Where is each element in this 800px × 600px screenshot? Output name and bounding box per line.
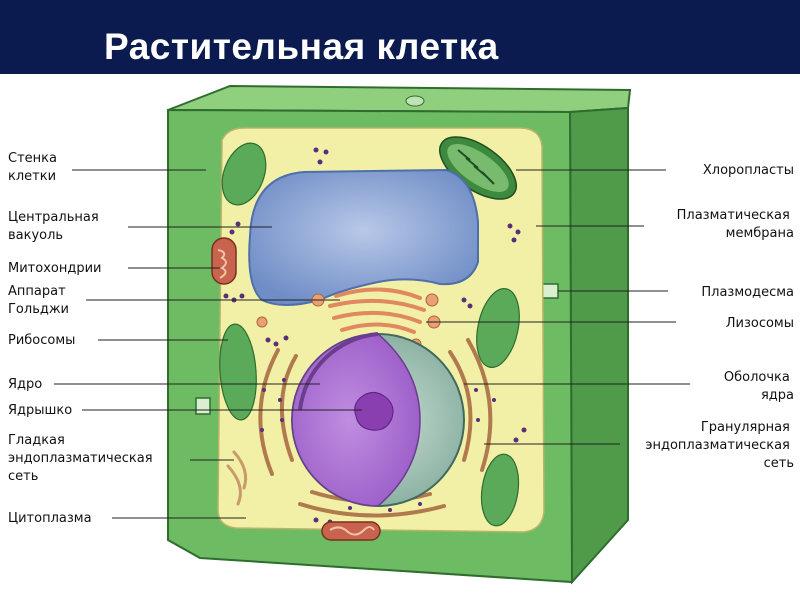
nucleolus xyxy=(354,392,394,431)
labels-right: Хлоропласты Плазматическая мембрана Плаз… xyxy=(645,163,794,471)
label-plasmodesma: Плазмодесма xyxy=(701,285,794,300)
label-golgi: Аппарат Гольджи xyxy=(8,284,70,317)
label-mitochondria: Митохондрии xyxy=(8,261,101,276)
label-plasma-membrane: Плазматическая мембрана xyxy=(677,208,794,241)
leader-lines-left xyxy=(54,169,362,519)
label-nuclear-envelope: Оболочка ядра xyxy=(724,370,794,403)
label-ribosomes: Рибосомы xyxy=(8,333,75,348)
plastids xyxy=(219,142,520,527)
slide-title: Растительная клетка xyxy=(104,26,499,67)
label-rough-er: Гранулярная эндоплазматическая сеть xyxy=(645,420,794,471)
mitochondrion-bottom xyxy=(321,521,381,541)
central-vacuole xyxy=(248,168,479,306)
label-nucleus: Ядро xyxy=(8,377,42,392)
rough-er-ribosomes xyxy=(260,378,496,512)
label-lysosomes: Лизосомы xyxy=(726,316,794,331)
label-cell-wall: Стенка клетки xyxy=(8,151,61,184)
golgi-apparatus xyxy=(328,287,426,334)
ribosomes xyxy=(223,147,527,525)
leader-lines-right xyxy=(426,169,690,445)
labels-left: Стенка клетки Центральная вакуоль Митохо… xyxy=(8,151,157,526)
label-central-vacuole: Центральная вакуоль xyxy=(8,210,103,243)
chloroplast xyxy=(439,136,517,200)
mitochondrion xyxy=(211,237,237,285)
label-nucleolus: Ядрышко xyxy=(8,403,72,418)
label-smooth-er: Гладкая эндоплазматическая сеть xyxy=(8,433,157,484)
title-bar: Растительная клетка xyxy=(0,0,800,74)
label-chloroplasts: Хлоропласты xyxy=(703,163,794,178)
label-cytoplasm: Цитоплазма xyxy=(8,511,92,526)
smooth-er xyxy=(226,450,248,506)
